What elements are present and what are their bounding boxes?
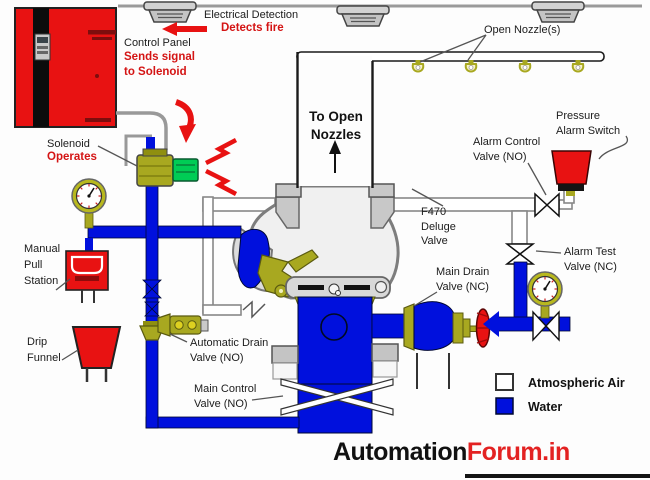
spark-icon bbox=[204, 168, 238, 196]
label-main-drain-valve: Main Drain Valve (NC) bbox=[436, 266, 490, 293]
branding-black: Automation bbox=[333, 438, 467, 466]
branding-red: Forum.in bbox=[466, 438, 570, 466]
label-pressure-alarm-switch: Pressure Alarm Switch bbox=[556, 110, 621, 137]
closed-valve-symbol bbox=[532, 310, 560, 342]
label-electrical-detection: Electrical Detection bbox=[204, 9, 299, 21]
label-f470-deluge-valve: F470 Deluge Valve bbox=[421, 206, 456, 248]
label-alarm-test-valve: Alarm Test Valve (NC) bbox=[564, 246, 617, 273]
branding-wordmark: AutomationForum.in bbox=[333, 440, 570, 465]
signal-flow-arrow-icon bbox=[174, 99, 196, 143]
open-nozzle bbox=[464, 60, 478, 73]
smoke-detector bbox=[143, 1, 197, 23]
label-automatic-drain-valve: Automatic Drain Valve (NO) bbox=[190, 337, 269, 364]
main-control-valve-symbol bbox=[280, 378, 394, 416]
detects-fire-arrow-icon bbox=[162, 22, 207, 36]
main-drain-valve bbox=[371, 301, 491, 389]
spark-icon bbox=[204, 138, 238, 166]
label-manual-pull-station: Manual Pull Station bbox=[24, 243, 61, 287]
open-nozzle bbox=[571, 60, 585, 73]
solenoid-coil bbox=[172, 158, 199, 182]
priming-pipe bbox=[87, 225, 242, 239]
chamber-flanges bbox=[271, 343, 399, 380]
label-control-panel: Control Panel bbox=[124, 37, 191, 49]
smoke-detector bbox=[531, 1, 585, 23]
drain-valve-handwheel bbox=[475, 308, 491, 348]
chamber-port bbox=[320, 313, 348, 341]
smoke-detector bbox=[336, 5, 390, 27]
legend-label-water: Water bbox=[528, 400, 563, 414]
label-drip-funnel: Drip Funnel bbox=[27, 336, 61, 364]
label-solenoid: Solenoid bbox=[47, 138, 90, 150]
up-arrow-icon bbox=[329, 140, 341, 173]
pressure-alarm-switch bbox=[551, 150, 592, 196]
leader-lines bbox=[55, 34, 629, 401]
alarm-test-valve-symbol bbox=[504, 243, 536, 265]
solenoid-valve bbox=[124, 134, 199, 187]
check-valve-symbol bbox=[142, 279, 162, 317]
flow-arrow-icon bbox=[483, 311, 499, 337]
trim-piping-left bbox=[202, 196, 276, 319]
label-main-control-valve: Main Control Valve (NO) bbox=[194, 383, 257, 410]
label-alarm-control-valve: Alarm Control Valve (NO) bbox=[473, 136, 541, 163]
valve-seat bbox=[285, 276, 391, 299]
label-open-nozzles: Open Nozzle(s) bbox=[484, 24, 561, 36]
bottom-supply-pipe bbox=[145, 416, 300, 429]
legend-water-swatch bbox=[495, 397, 514, 415]
label-to-open-nozzles: To Open Nozzles bbox=[309, 109, 363, 142]
legend-air-swatch bbox=[495, 373, 514, 391]
open-nozzle bbox=[518, 60, 532, 73]
pressure-gauge-left bbox=[71, 178, 107, 229]
label-sends-signal: Sends signal to Solenoid bbox=[124, 51, 195, 79]
alarm-line-piping bbox=[382, 189, 575, 245]
label-operates: Operates bbox=[47, 151, 97, 163]
riser-flange-collar bbox=[368, 183, 395, 198]
open-nozzle bbox=[411, 60, 425, 73]
automatic-drain-valve bbox=[157, 313, 209, 337]
manual-pull-station bbox=[65, 250, 109, 303]
label-detects-fire: Detects fire bbox=[221, 22, 284, 34]
trim-check-glyph bbox=[242, 300, 266, 319]
fire-control-panel bbox=[14, 7, 117, 128]
pull-station-pipe bbox=[85, 238, 93, 252]
panel-stripe bbox=[33, 8, 49, 127]
signal-wire bbox=[116, 111, 168, 150]
legend-label-air: Atmospheric Air bbox=[528, 376, 625, 390]
alarm-control-valve-symbol bbox=[534, 192, 560, 218]
riser-flange-collar bbox=[275, 183, 302, 198]
bottom-rule bbox=[465, 474, 650, 478]
pressure-gauge-right bbox=[527, 271, 563, 319]
alarm-test-pipe bbox=[513, 261, 528, 323]
drip-funnel bbox=[71, 326, 122, 382]
